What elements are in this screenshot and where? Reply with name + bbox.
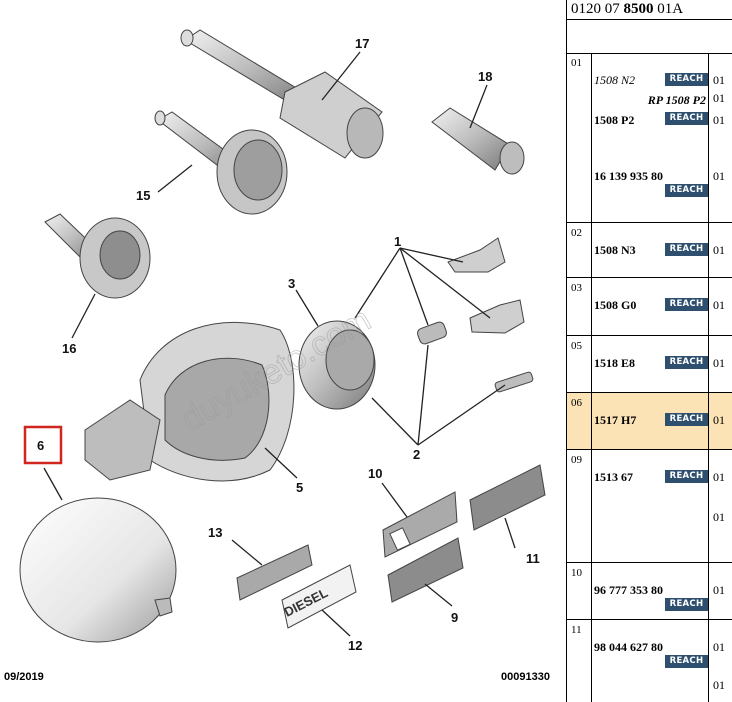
panel-code-prefix: 0120 07 <box>571 1 624 17</box>
parts-row-01[interactable]: 01 1508 N2 REACH 01 RP 1508 P2 01 1508 P… <box>567 53 732 223</box>
parts-row-02[interactable]: 02 1508 N3 REACH 01 <box>567 223 732 278</box>
row-qty: 01 <box>713 470 725 484</box>
reach-badge: REACH <box>665 73 708 86</box>
callout-9[interactable]: 9 <box>451 610 458 625</box>
panel-code-bold: 8500 <box>623 1 654 17</box>
row-index: 10 <box>571 567 582 579</box>
part-15-shaft-ring <box>154 110 288 215</box>
reach-badge: REACH <box>665 413 708 426</box>
part-1-keys <box>417 237 525 345</box>
part-ref: 98 044 627 80 <box>594 640 663 654</box>
row-index: 06 <box>571 397 582 409</box>
reach-badge: REACH <box>665 356 708 369</box>
panel-code-suffix: 01A <box>653 1 684 17</box>
callout-2[interactable]: 2 <box>413 447 420 462</box>
part-3-lock-body <box>298 320 376 410</box>
parts-row-06-selected[interactable]: 06 1517 H7 REACH 01 <box>567 393 732 450</box>
callout-10[interactable]: 10 <box>368 466 382 481</box>
leader-lines <box>43 51 516 637</box>
part-5-housing <box>84 321 295 482</box>
diagram-ref: 00091330 <box>501 671 550 683</box>
part-2-pins <box>494 371 534 393</box>
row-index: 11 <box>571 624 582 636</box>
panel-code: 0120 07 8500 01A <box>567 0 732 20</box>
part-16-cup <box>44 213 151 299</box>
row-qty: 01 <box>713 356 725 370</box>
row-qty: 01 <box>713 113 725 127</box>
callout-18[interactable]: 18 <box>478 69 492 84</box>
row-qty: 01 <box>713 298 725 312</box>
reach-badge: REACH <box>665 184 708 197</box>
callout-1[interactable]: 1 <box>394 234 401 249</box>
part-ref: 16 139 935 80 <box>594 169 663 183</box>
row-index: 01 <box>571 57 582 69</box>
callout-3[interactable]: 3 <box>288 276 295 291</box>
row-qty: 01 <box>713 73 725 87</box>
part-6-fuel-cap <box>19 497 177 643</box>
row-qty: 01 <box>713 640 725 654</box>
part-11-label <box>469 464 546 531</box>
reach-badge: REACH <box>665 298 708 311</box>
part-ref: RP 1508 P2 <box>647 93 706 107</box>
part-9-label <box>387 537 464 603</box>
part-ref: 1508 N2 <box>594 73 636 87</box>
reach-badge: REACH <box>665 655 708 668</box>
parts-row-09[interactable]: 09 1513 67 REACH 01 01 <box>567 450 732 563</box>
callout-12[interactable]: 12 <box>348 638 362 653</box>
diagram-date: 09/2019 <box>4 671 44 683</box>
row-index: 05 <box>571 340 582 352</box>
callout-13[interactable]: 13 <box>208 525 222 540</box>
part-ref: 1518 E8 <box>594 356 636 370</box>
row-qty: 01 <box>713 678 725 692</box>
parts-list-panel: 0120 07 8500 01A 01 1508 N2 REACH 01 RP … <box>566 0 732 702</box>
callout-16[interactable]: 16 <box>62 341 76 356</box>
row-qty: 01 <box>713 510 725 524</box>
parts-row-05[interactable]: 05 1518 E8 REACH 01 <box>567 336 732 393</box>
parts-row-03[interactable]: 03 1508 G0 REACH 01 <box>567 278 732 336</box>
part-17-shaft <box>180 29 384 159</box>
reach-badge: REACH <box>665 243 708 256</box>
callout-11[interactable]: 11 <box>526 551 540 566</box>
row-qty: 01 <box>713 169 725 183</box>
callout-5[interactable]: 5 <box>296 480 303 495</box>
reach-badge: REACH <box>665 112 708 125</box>
parts-row-10[interactable]: 10 96 777 353 80 01 REACH <box>567 563 732 620</box>
part-18-connector <box>431 107 525 175</box>
row-index: 03 <box>571 282 582 294</box>
exploded-parts-diagram: DIESEL 17 18 15 16 1 3 5 2 6 10 11 13 9 … <box>4 29 550 683</box>
panel-header-blank <box>567 20 732 54</box>
row-qty: 01 <box>713 243 725 257</box>
part-ref: 1508 P2 <box>594 113 635 127</box>
row-index: 09 <box>571 454 582 466</box>
part-10-label <box>382 491 458 558</box>
reach-badge: REACH <box>665 598 708 611</box>
callout-6[interactable]: 6 <box>37 438 44 453</box>
part-13-label <box>236 544 313 601</box>
part-ref: 96 777 353 80 <box>594 583 663 597</box>
row-index: 02 <box>571 227 582 239</box>
row-qty: 01 <box>713 91 725 105</box>
reach-badge: REACH <box>665 470 708 483</box>
callout-17[interactable]: 17 <box>355 36 369 51</box>
row-qty: 01 <box>713 583 725 597</box>
callout-15[interactable]: 15 <box>136 188 150 203</box>
part-ref: 1508 N3 <box>594 243 636 257</box>
selected-callout-box <box>23 425 63 465</box>
row-qty: 01 <box>713 413 725 427</box>
part-ref: 1513 67 <box>594 470 633 484</box>
parts-row-11[interactable]: 11 98 044 627 80 01 REACH 01 <box>567 620 732 702</box>
diagram-svg: DIESEL 17 18 15 16 1 3 5 2 6 10 11 13 9 … <box>4 29 550 683</box>
part-ref: 1517 H7 <box>594 413 637 427</box>
part-ref: 1508 G0 <box>594 298 637 312</box>
